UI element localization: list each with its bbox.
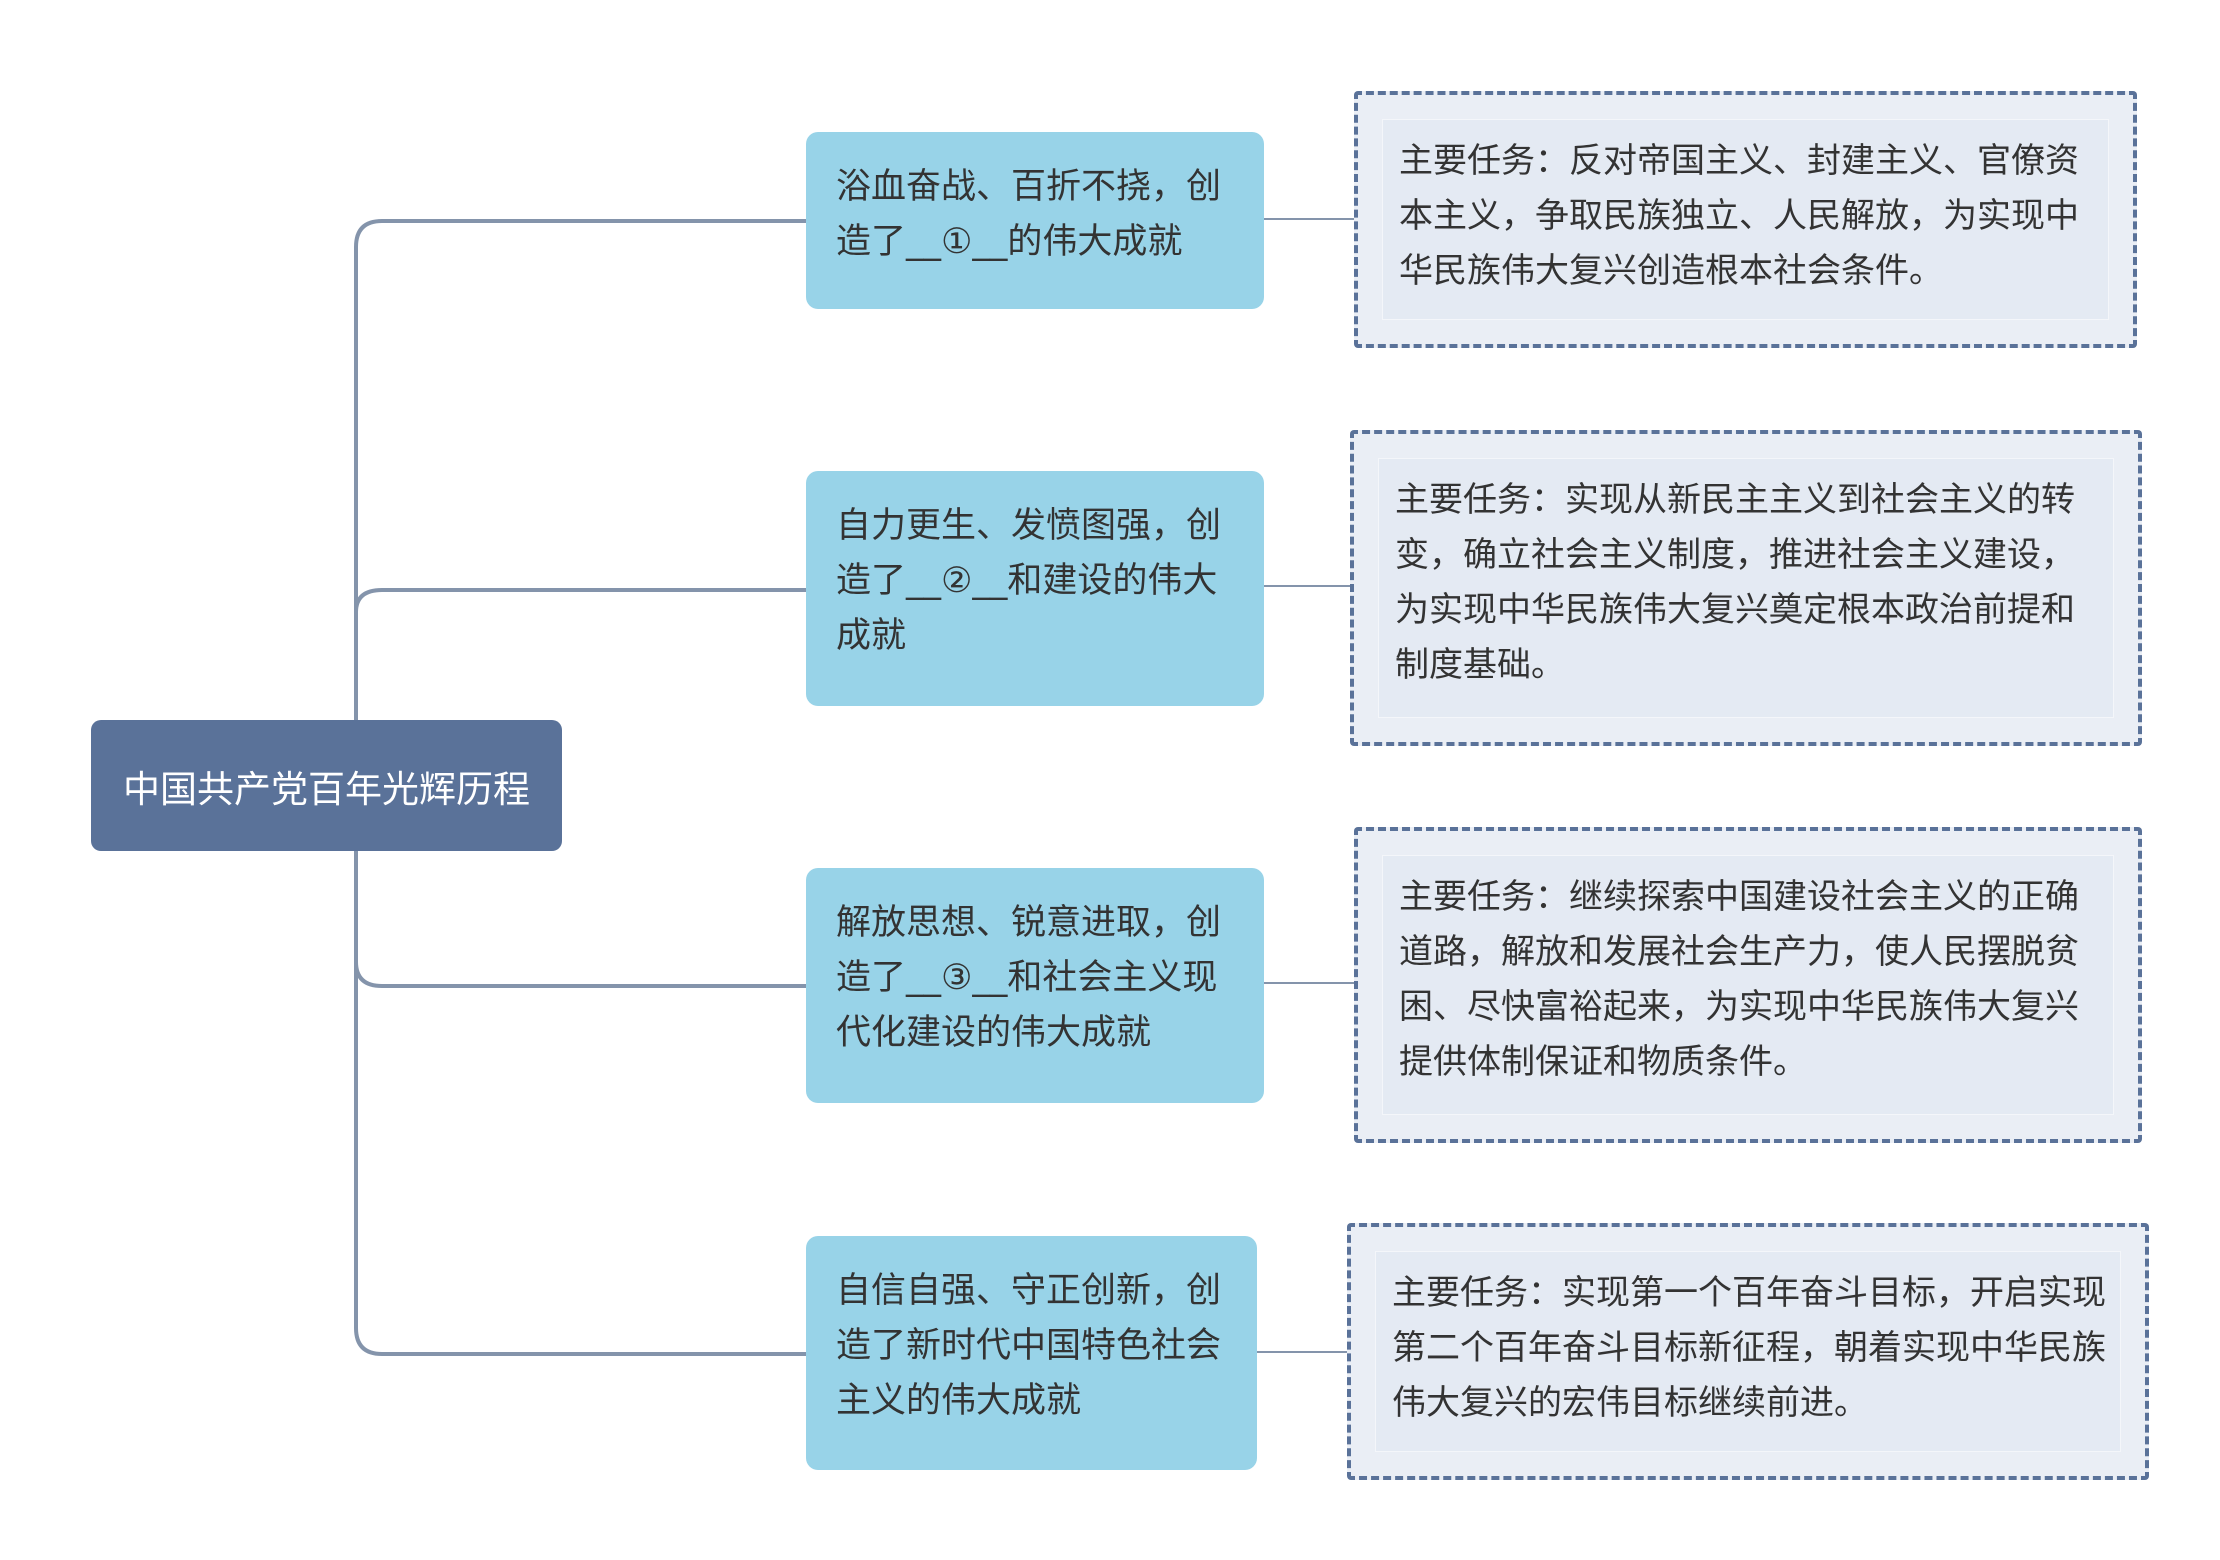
task-box-2-text: 主要任务：实现从新民主主义到社会主义的转变，确立社会主义制度，推进社会主义建设，… (1378, 458, 2114, 718)
task-box-4[interactable]: 主要任务：实现第一个百年奋斗目标，开启实现第二个百年奋斗目标新征程，朝着实现中华… (1347, 1223, 2149, 1480)
task-box-1[interactable]: 主要任务：反对帝国主义、封建主义、官僚资本主义，争取民族独立、人民解放，为实现中… (1354, 91, 2137, 348)
branch-node-3[interactable]: 解放思想、锐意进取，创造了__③__和社会主义现代化建设的伟大成就 (806, 868, 1264, 1103)
task-box-3[interactable]: 主要任务：继续探索中国建设社会主义的正确道路，解放和发展社会生产力，使人民摆脱贫… (1354, 827, 2142, 1143)
task-box-2[interactable]: 主要任务：实现从新民主主义到社会主义的转变，确立社会主义制度，推进社会主义建设，… (1350, 430, 2142, 746)
root-node-label: 中国共产党百年光辉历程 (123, 767, 530, 811)
connector-root-branch-4 (354, 851, 806, 1356)
branch-node-2-label: 自力更生、发愤图强，创造了__②__和建设的伟大成就 (836, 506, 1222, 656)
branch-node-1[interactable]: 浴血奋战、百折不挠，创造了__①__的伟大成就 (806, 132, 1264, 309)
branch-node-3-label: 解放思想、锐意进取，创造了__③__和社会主义现代化建设的伟大成就 (836, 903, 1222, 1053)
task-box-4-text: 主要任务：实现第一个百年奋斗目标，开启实现第二个百年奋斗目标新征程，朝着实现中华… (1375, 1251, 2121, 1452)
root-node[interactable]: 中国共产党百年光辉历程 (91, 720, 562, 851)
connector-root-branch-2 (354, 588, 806, 613)
connector-root-branch-1 (354, 219, 806, 720)
branch-node-2[interactable]: 自力更生、发愤图强，创造了__②__和建设的伟大成就 (806, 471, 1264, 706)
connector-root-branch-3 (354, 851, 806, 988)
branch-node-4-label: 自信自强、守正创新，创造了新时代中国特色社会主义的伟大成就 (836, 1271, 1222, 1421)
task-box-3-text: 主要任务：继续探索中国建设社会主义的正确道路，解放和发展社会生产力，使人民摆脱贫… (1382, 855, 2114, 1115)
task-box-1-text: 主要任务：反对帝国主义、封建主义、官僚资本主义，争取民族独立、人民解放，为实现中… (1382, 119, 2109, 320)
branch-node-4[interactable]: 自信自强、守正创新，创造了新时代中国特色社会主义的伟大成就 (806, 1236, 1257, 1470)
branch-node-1-label: 浴血奋战、百折不挠，创造了__①__的伟大成就 (836, 167, 1222, 262)
